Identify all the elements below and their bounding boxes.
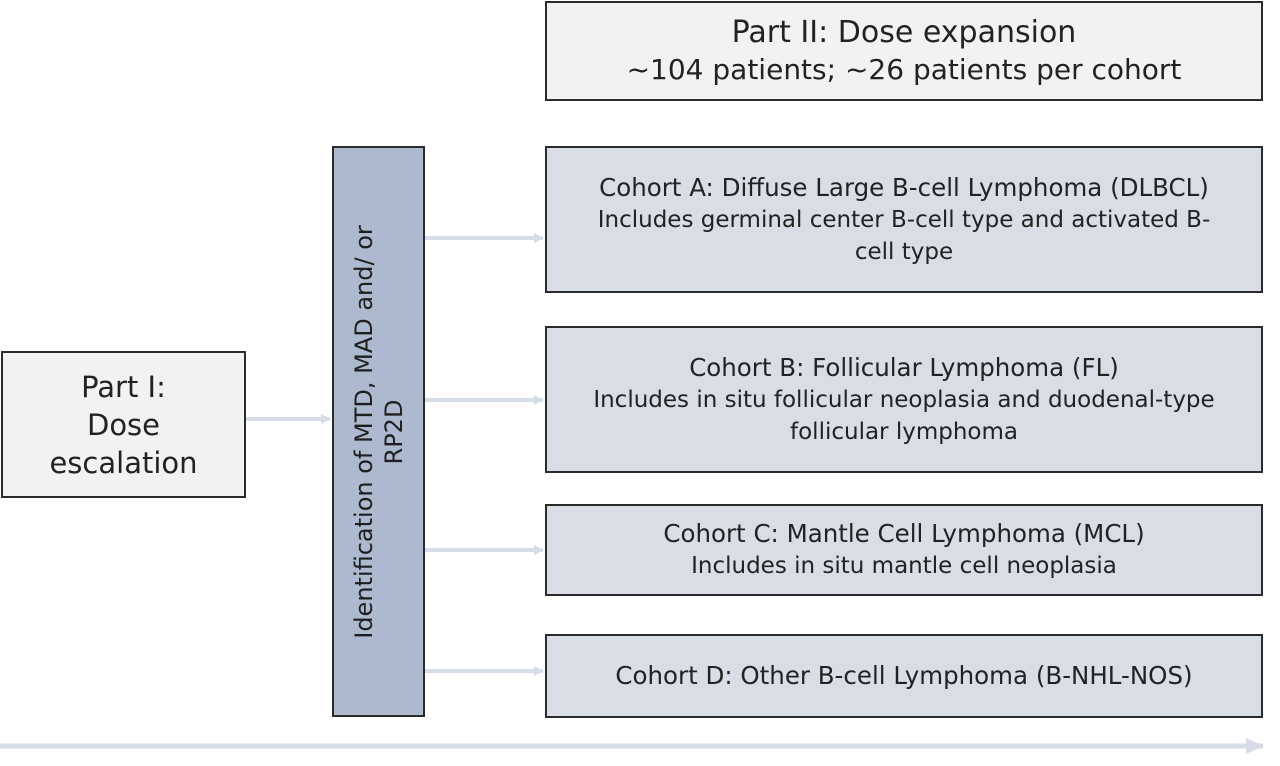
cohort-a-desc-line-1: Includes germinal center B-cell type and… — [597, 206, 1211, 233]
cohort-b-desc-line-1: Includes in situ follicular neoplasia an… — [593, 386, 1215, 413]
cohort-b-desc-line-2: follicular lymphoma — [790, 418, 1018, 445]
identification-line-2: RP2D — [379, 399, 408, 464]
cohort-d-title: Cohort D: Other B-cell Lymphoma (B-NHL-N… — [615, 661, 1193, 690]
identification-box: Identification of MTD, MAD and/ or RP2D — [332, 146, 425, 717]
cohort-d-box: Cohort D: Other B-cell Lymphoma (B-NHL-N… — [545, 634, 1263, 718]
part1-line-1: Part I: — [81, 369, 166, 404]
part2-subtitle: ~104 patients; ~26 patients per cohort — [626, 53, 1182, 86]
part1-box: Part I: Dose escalation — [1, 351, 246, 498]
cohort-c-title: Cohort C: Mantle Cell Lymphoma (MCL) — [663, 519, 1145, 548]
cohort-b-box: Cohort B: Follicular Lymphoma (FL) Inclu… — [545, 326, 1263, 473]
cohort-a-title: Cohort A: Diffuse Large B-cell Lymphoma … — [599, 172, 1209, 202]
part1-line-3: escalation — [49, 445, 198, 480]
part2-title: Part II: Dose expansion — [731, 15, 1077, 50]
cohort-b-title: Cohort B: Follicular Lymphoma (FL) — [689, 352, 1119, 382]
cohort-c-desc-line-1: Includes in situ mantle cell neoplasia — [691, 553, 1117, 579]
cohort-c-box: Cohort C: Mantle Cell Lymphoma (MCL) Inc… — [545, 504, 1263, 596]
cohort-a-desc-line-2: cell type — [854, 238, 954, 265]
identification-line-1: Identification of MTD, MAD and/ or — [349, 224, 378, 639]
cohort-a-box: Cohort A: Diffuse Large B-cell Lymphoma … — [545, 146, 1263, 293]
part1-line-2: Dose — [86, 407, 161, 442]
part2-header-box: Part II: Dose expansion ~104 patients; ~… — [545, 1, 1263, 101]
identification-text: Identification of MTD, MAD and/ or RP2D — [349, 225, 409, 639]
